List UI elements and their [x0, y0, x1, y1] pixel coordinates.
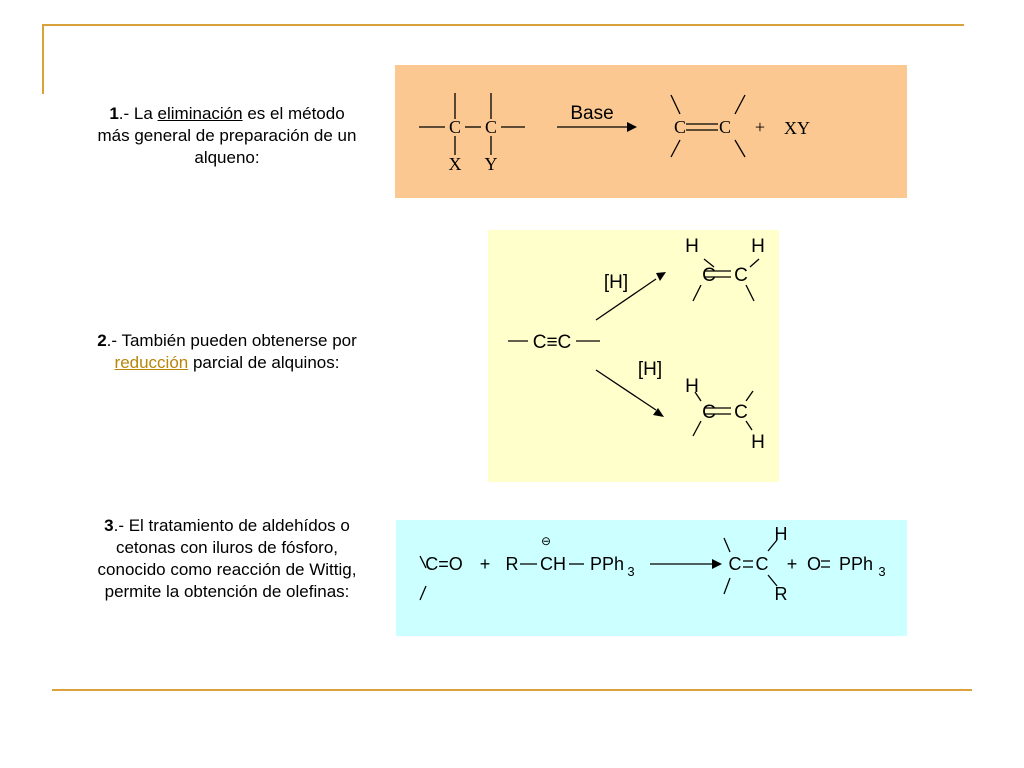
elimination-reaction-panel: C C X Y Base C C + XY [395, 65, 907, 198]
r3-ch: CH [540, 554, 566, 574]
r3-oxide-o: O [807, 554, 821, 574]
item1-number: 1 [109, 104, 119, 123]
elimination-scheme: C C X Y Base C C + XY [419, 93, 810, 174]
r3-product-h: H [775, 524, 788, 544]
frame-left-line [42, 24, 44, 94]
r3-oxide-sub3: 3 [878, 564, 885, 579]
r3-oxide-pph: PPh [839, 554, 873, 574]
item2-number: 2 [97, 331, 107, 350]
r1-byproduct-xy: XY [784, 118, 810, 138]
frame-bottom-line [52, 689, 972, 691]
wittig-reaction-panel: C=O + R ⊖ CH PPh 3 C C H R + O PPh 3 [396, 520, 907, 636]
item2-link-reduccion[interactable]: reducción [114, 353, 189, 372]
r3-r-group: R [506, 554, 519, 574]
r2-cis-c2: C [734, 265, 748, 286]
r1-y-label: Y [485, 154, 498, 174]
r1-reagent-base: Base [570, 103, 613, 124]
r2-cis-h2: H [751, 236, 765, 257]
r3-product-c2: C [756, 554, 769, 574]
item2-pre: .- También pueden obtenerse por [106, 331, 357, 350]
frame-top-line [42, 24, 964, 26]
wittig-scheme: C=O + R ⊖ CH PPh 3 C C H R + O PPh 3 [419, 524, 886, 604]
item1-pre: .- La [118, 104, 158, 123]
reduction-reaction-panel: C≡C [H] [H] H H C C H C C H [488, 230, 779, 482]
r2-trans-c1: C [702, 402, 716, 423]
item1-text: 1.- La eliminación es el método más gene… [92, 103, 362, 169]
r2-alkyne: C≡C [533, 332, 572, 353]
r2-reagent-top: [H] [604, 272, 628, 293]
item1-keyword: eliminación [157, 104, 243, 123]
r3-pph: PPh [590, 554, 624, 574]
item3-number: 3 [104, 516, 114, 535]
r3-sub3: 3 [627, 564, 634, 579]
item2-text: 2.- También pueden obtenerse por reducci… [92, 330, 362, 374]
item2-post: parcial de alquinos: [188, 353, 340, 372]
item3-post: .- El tratamiento de aldehídos o cetonas… [97, 516, 357, 601]
r1-x-label: X [449, 154, 462, 174]
r3-carbonyl: C=O [425, 554, 463, 574]
r3-plus1: + [480, 554, 491, 574]
r2-cis-h1: H [685, 236, 699, 257]
r1-plus: + [755, 117, 765, 137]
r1-carbon-left: C [449, 117, 461, 137]
r2-trans-h1: H [685, 376, 699, 397]
r2-cis-c1: C [702, 265, 716, 286]
r3-carbanion-charge: ⊖ [541, 534, 551, 548]
r1-product-c1: C [674, 117, 686, 137]
r3-product-c1: C [729, 554, 742, 574]
r3-product-r: R [775, 584, 788, 604]
r2-reagent-bottom: [H] [638, 359, 662, 380]
item1-post: es el método más general de preparación … [97, 104, 357, 167]
r1-carbon-right: C [485, 117, 497, 137]
item3-text: 3.- El tratamiento de aldehídos o cetona… [82, 515, 372, 603]
r2-trans-c2: C [734, 402, 748, 423]
reduction-scheme: C≡C [H] [H] H H C C H C C H [508, 236, 765, 453]
r1-product-c2: C [719, 117, 731, 137]
r3-plus2: + [787, 554, 798, 574]
r2-trans-h2: H [751, 432, 765, 453]
